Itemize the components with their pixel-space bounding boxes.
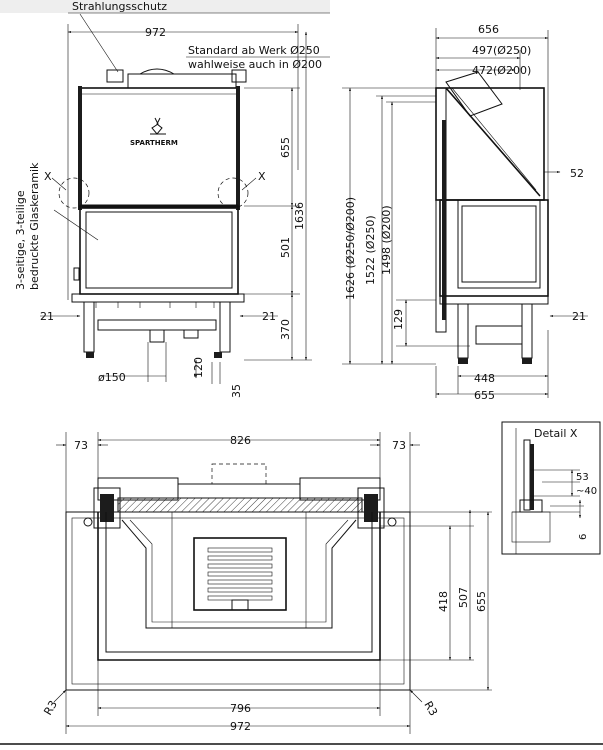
strahlungsschutz-label: Strahlungsschutz <box>72 0 167 13</box>
side-h-1626: 1626 (Ø250/Ø200) <box>344 197 357 300</box>
spartherm-logo: SPARTHERM <box>130 117 178 147</box>
front-upper-hood <box>79 87 239 209</box>
front-width-972: 972 <box>145 26 166 39</box>
side-view: 656 497(Ø250) 472(Ø200) 52 21 16 <box>342 23 588 402</box>
side-21: 21 <box>572 310 586 323</box>
side-base-448: 448 <box>474 372 495 385</box>
grate-slots <box>207 547 273 601</box>
front-foot-35: 35 <box>230 384 243 398</box>
detail-x: Detail X 53 ~40 6 <box>501 421 601 555</box>
marker-x-right: X <box>258 170 266 183</box>
side-depth-656: 656 <box>478 23 499 36</box>
flue-optional-note: wahlweise auch in Ø200 <box>188 58 322 71</box>
detail-x-right-marker <box>217 177 249 209</box>
front-side-right-21: 21 <box>262 310 276 323</box>
strahlungsschutz-leader <box>79 13 119 73</box>
top-depth-507: 507 <box>457 587 470 608</box>
front-flue-150: ø150 <box>98 371 126 384</box>
top-width-796: 796 <box>230 702 251 715</box>
detail-53: 53 <box>576 472 589 483</box>
top-hatched-beam <box>117 497 363 513</box>
side-base-655: 655 <box>474 389 495 402</box>
top-radius-left: R3 <box>41 698 60 717</box>
front-h-370: 370 <box>279 319 292 340</box>
detail-40: ~40 <box>576 486 597 497</box>
detail-x-title: Detail X <box>534 427 578 440</box>
top-depth-418: 418 <box>437 591 450 612</box>
side-h-1522: 1522 (Ø250) <box>364 215 377 285</box>
front-glass-door <box>79 205 239 295</box>
top-depth-655: 655 <box>475 591 488 612</box>
side-h-1498: 1498 (Ø200) <box>380 205 393 275</box>
front-foot-120: 120 <box>192 357 205 378</box>
top-offset-right-73: 73 <box>392 439 406 452</box>
glass-note-line1: 3-seitige, 3-teilige <box>14 190 27 290</box>
front-h-501: 501 <box>279 237 292 258</box>
front-view: 972 Standard ab Werk Ø250 wahlweise auch… <box>14 24 330 398</box>
front-base-plate <box>71 293 245 303</box>
top-width-972: 972 <box>230 720 251 733</box>
front-side-left-21: 21 <box>40 310 54 323</box>
side-h-129: 129 <box>392 309 405 330</box>
side-depth-472: 472(Ø200) <box>472 64 531 77</box>
front-h-1636: 1636 <box>293 202 306 230</box>
top-radius-right: R3 <box>421 699 440 718</box>
detail-x-frame <box>501 421 601 555</box>
glass-note-line2: bedruckte Glaskeramik <box>28 162 41 290</box>
top-view: 826 73 73 <box>41 432 492 734</box>
brand-label: SPARTHERM <box>130 139 178 147</box>
top-width-826: 826 <box>230 434 251 447</box>
marker-x-left: X <box>44 170 52 183</box>
flue-standard-note: Standard ab Werk Ø250 <box>188 44 320 57</box>
side-depth-497: 497(Ø250) <box>472 44 531 57</box>
top-offset-left-73: 73 <box>74 439 88 452</box>
detail-x-left-marker <box>58 177 90 209</box>
side-glass-52: 52 <box>570 167 584 180</box>
detail-6: 6 <box>578 534 589 540</box>
header-band <box>0 0 330 13</box>
front-h-655: 655 <box>279 137 292 158</box>
